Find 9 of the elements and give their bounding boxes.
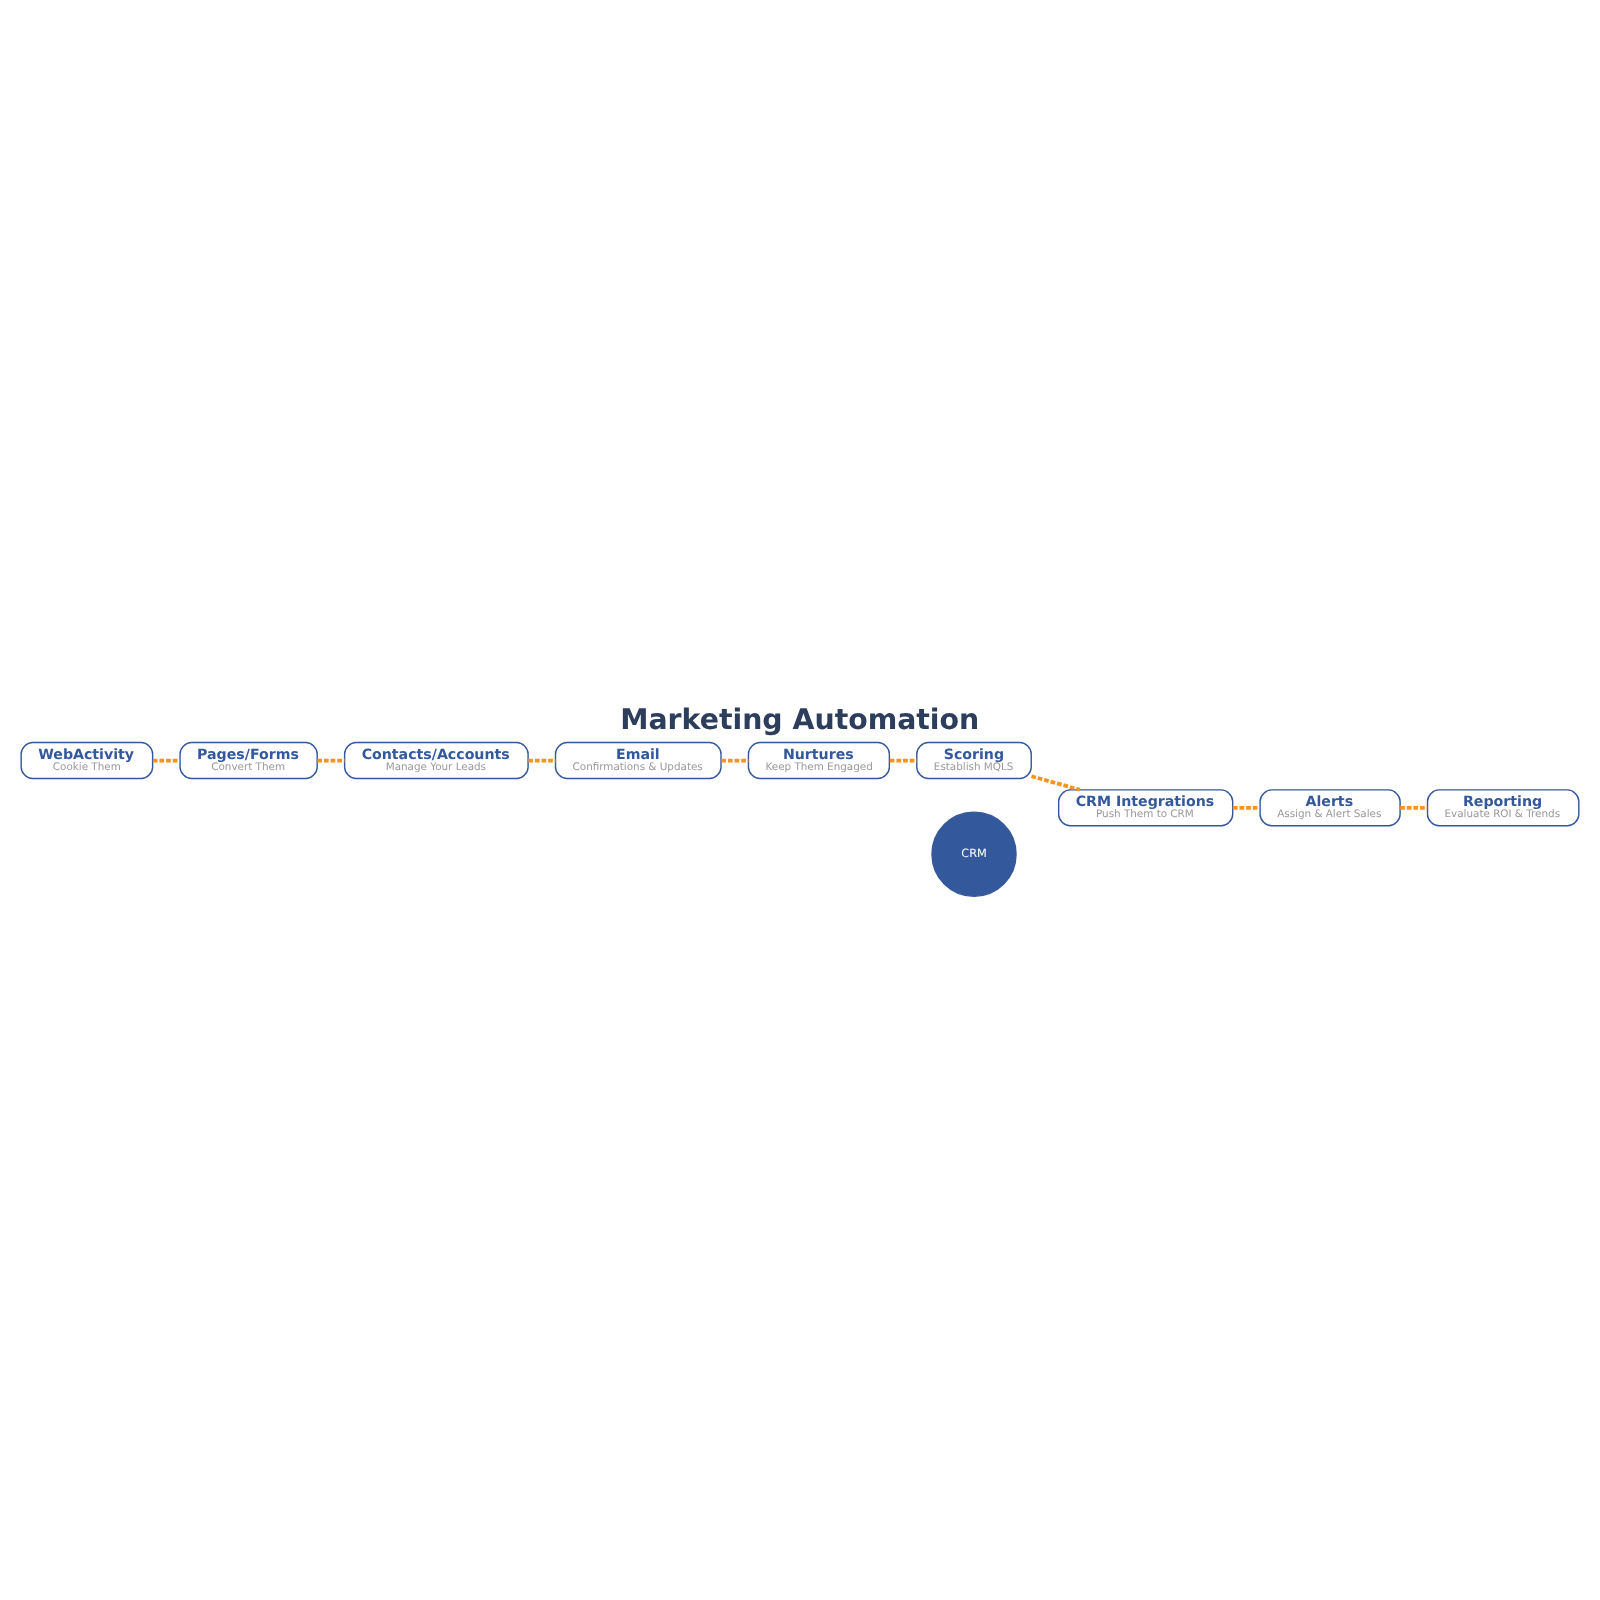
connector (721, 758, 749, 763)
connector (1400, 805, 1428, 810)
connector (889, 758, 917, 763)
connector (1232, 805, 1261, 810)
connector (152, 758, 180, 763)
connector (317, 758, 345, 763)
connector (1031, 774, 1081, 792)
connector (528, 758, 556, 763)
diagram-title: Marketing Automation (620, 705, 980, 738)
